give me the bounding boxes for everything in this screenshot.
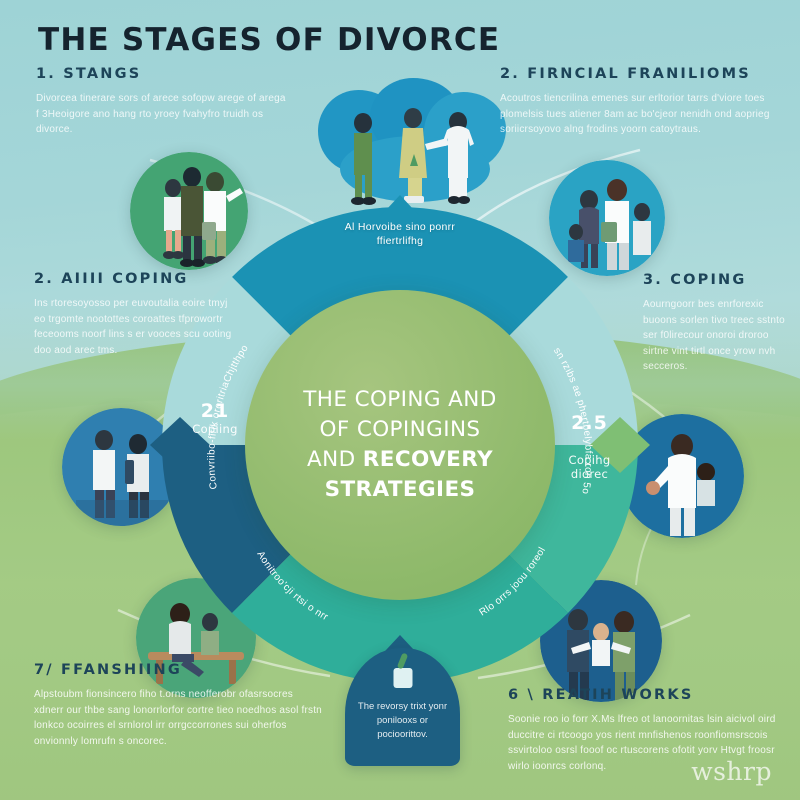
section-stangs: 1. STANGS Divorcea tinerare sors of arec…	[36, 66, 291, 138]
section-fincial-franiloms-heading: 2. FIRNCIAL FRANILIOMS	[500, 66, 751, 82]
figure-man-green	[351, 113, 376, 205]
figure-child-center	[399, 108, 427, 203]
shield-text: The revorsy trixt yonr ponilooxs or poci…	[357, 701, 448, 740]
section-stangs-body: Divorcea tinerare sors of arece sofopw a…	[36, 93, 286, 135]
ring-segment-bottom	[232, 547, 568, 683]
hub-line-1: THE COPING AND	[303, 387, 497, 412]
cycle-chip-left: 21 Copiing	[170, 400, 260, 436]
hub-line-5: STRATEGIES	[324, 477, 476, 502]
ring-segment-lower-left	[162, 445, 298, 613]
photo-circle-couple-conflict	[62, 408, 180, 526]
section-reatih-works-heading: 6 \ REATIH WORKS	[508, 687, 694, 703]
cycle-chip-left-label: Copiing	[192, 422, 238, 436]
section-aiii-coping-body: Ins rtoresoyosso per euvoutalia eoire tm…	[34, 298, 232, 356]
section-ffanshing-heading: 7/ FFANSHIING	[34, 662, 182, 678]
section-ffanshing: 7/ FFANSHIING Alpstoubm fionsincero fiho…	[34, 662, 324, 749]
arrow-right	[590, 417, 650, 473]
section-reatih-works: 6 \ REATIH WORKS Soonie roo io forr X.Ms…	[508, 687, 780, 774]
photo-circle-family-group	[130, 152, 248, 270]
hub-line-3: AND	[307, 447, 356, 472]
page-title: THE STAGES OF DIVORCE	[38, 22, 501, 58]
shield-callout: The revorsy trixt yonr ponilooxs or poci…	[345, 648, 460, 766]
cycle-hub-text: THE COPING AND OF COPINGINS AND RECOVERY…	[260, 385, 540, 505]
illustration-couple-mediation	[318, 78, 508, 208]
photo-circle-family-reunion	[540, 580, 662, 702]
watermark: wshrp	[691, 757, 772, 786]
section-coping: 3. COPING Aourngoorr bes enrforexic buoo…	[643, 272, 793, 375]
section-aiii-coping-heading: 2. AIIII COPING	[34, 271, 189, 287]
section-fincial-franiloms-body: Acoutros tiencrilina emenes sur erltorio…	[500, 93, 770, 135]
cycle-chip-right-label: Copihg diorec	[568, 453, 611, 481]
ring-top-band-text: Al Horvoibe sino ponrr ffiertrlifhg	[344, 221, 456, 247]
cycle-chip-right-number: 2.5	[571, 412, 608, 434]
arrow-top	[372, 195, 428, 255]
section-stangs-heading: 1. STANGS	[36, 66, 142, 82]
section-ffanshing-body: Alpstoubm fionsincero fiho t.orns neoffe…	[34, 689, 322, 747]
cycle-hub: THE COPING AND OF COPINGINS AND RECOVERY…	[245, 290, 555, 600]
section-coping-body: Aourngoorr bes enrforexic buoons sorlen …	[643, 299, 785, 372]
photo-circle-woman-bench	[136, 578, 256, 698]
figure-woman-white	[425, 112, 474, 204]
ring-segment-left	[162, 277, 298, 445]
ring-segment-top-left	[232, 207, 400, 343]
ring-segment-top-right	[400, 207, 568, 343]
cycle-chip-right: 2.5 Copihg diorec	[542, 393, 637, 500]
cycle-ring	[150, 195, 650, 695]
cycle-diagram: Convriibo-firik ororitriaChjtthpo 8001tt…	[150, 195, 650, 695]
arrow-left	[150, 417, 210, 473]
hub-line-4: RECOVERY	[362, 447, 493, 472]
section-fincial-franiloms: 2. FIRNCIAL FRANILIOMS Acoutros tiencril…	[500, 66, 780, 138]
bottle-icon	[393, 668, 412, 688]
photo-circle-mother-child	[620, 414, 744, 538]
hub-line-2: OF COPINGINS	[319, 417, 481, 442]
section-reatih-works-body: Soonie roo io forr X.Ms lfreo ot lanoorn…	[508, 714, 776, 772]
section-coping-heading: 3. COPING	[643, 272, 747, 288]
ring-segment-right	[502, 277, 638, 445]
photo-circle-family-discussion	[549, 160, 665, 276]
ring-segment-lower-right	[502, 445, 638, 613]
cycle-chip-left-number: 21	[200, 400, 230, 422]
section-aiii-coping: 2. AIIII COPING Ins rtoresoyosso per euv…	[34, 271, 234, 358]
